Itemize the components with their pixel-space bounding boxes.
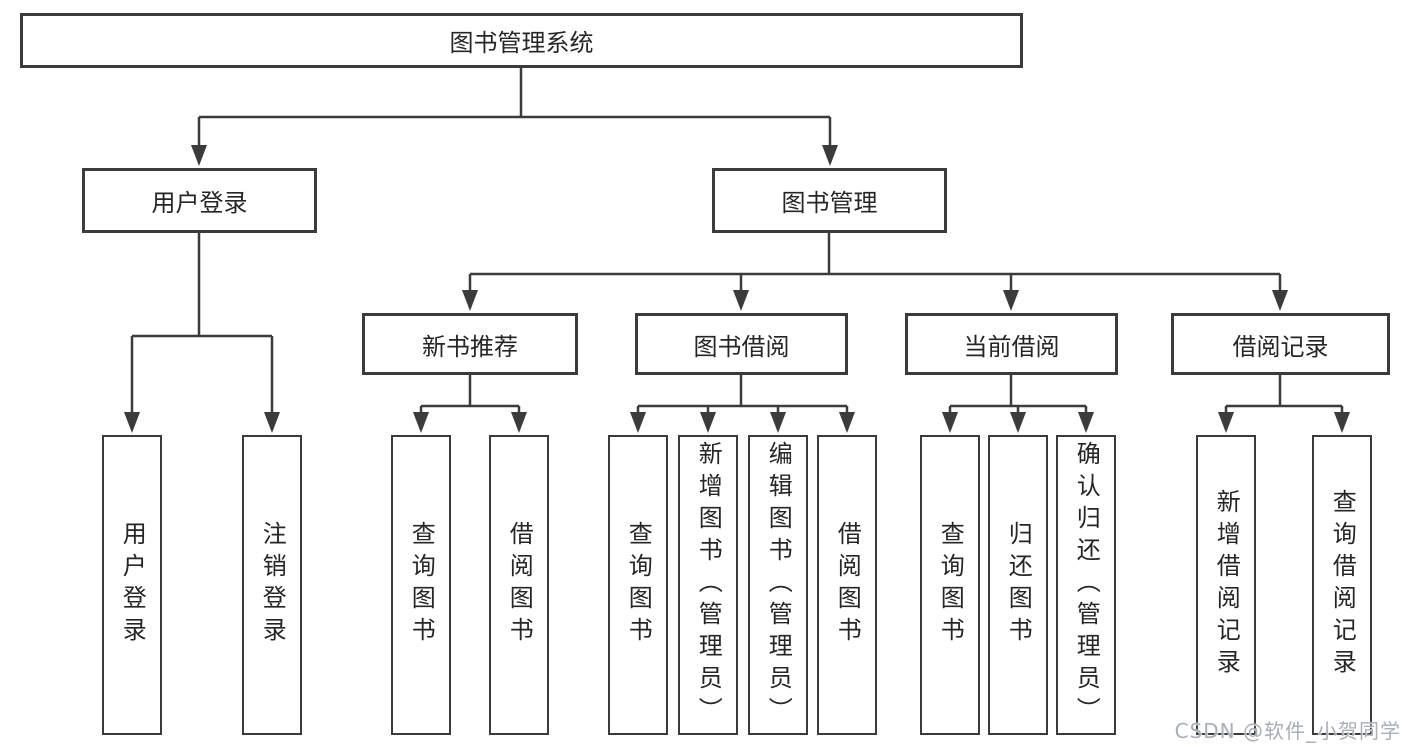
leaf-edit-books-admin: 编辑图书（管理员）: [748, 435, 808, 735]
leaf-borrow-books: 借阅图书: [817, 435, 877, 735]
leaf-label: 注销登录: [258, 521, 287, 649]
connector-path-borrow-records: [1224, 375, 1344, 429]
node-label: 用户登录: [151, 189, 248, 217]
node-book-management: 图书管理: [712, 168, 947, 233]
arrowhead: [413, 412, 429, 433]
node-label: 新书推荐: [422, 332, 518, 361]
arrowheads: [124, 145, 1350, 433]
arrowhead: [1078, 412, 1094, 433]
arrowhead: [511, 412, 527, 433]
arrowhead: [1003, 290, 1019, 311]
arrowhead: [124, 412, 140, 433]
arrowhead: [1218, 412, 1234, 433]
leaf-label: 新增借阅记录: [1212, 489, 1241, 681]
leaf-label: 借阅图书: [505, 521, 534, 649]
node-new-book-recommendation: 新书推荐: [362, 313, 578, 375]
node-label: 图书借阅: [693, 332, 790, 361]
leaf-label: 查询借阅记录: [1328, 489, 1357, 681]
leaf-label: 确认归还（管理员）: [1072, 441, 1101, 729]
leaf-label: 借阅图书: [833, 521, 862, 649]
arrowhead: [839, 412, 855, 433]
leaf-query-books-current: 查询图书: [920, 435, 980, 735]
node-label: 图书管理: [781, 189, 878, 217]
leaf-confirm-return-admin: 确认归还（管理员）: [1056, 435, 1116, 735]
leaf-label: 查询图书: [624, 521, 653, 649]
leaf-borrow-books-recommend: 借阅图书: [489, 435, 549, 735]
arrowhead: [1334, 412, 1350, 433]
node-label: 当前借阅: [963, 332, 1060, 361]
leaf-label: 归还图书: [1004, 521, 1033, 649]
leaf-query-books-borrowing: 查询图书: [608, 435, 668, 735]
leaf-label: 用户登录: [118, 521, 147, 649]
leaf-return-books: 归还图书: [988, 435, 1048, 735]
node-root: 图书管理系统: [20, 13, 1023, 68]
arrowhead: [1272, 290, 1288, 311]
node-book-borrowing: 图书借阅: [635, 313, 848, 375]
arrowhead: [264, 412, 280, 433]
connector-path-root: [197, 68, 832, 162]
node-label: 借阅记录: [1232, 332, 1329, 361]
leaf-label: 新增图书（管理员）: [694, 441, 723, 729]
leaf-label: 编辑图书（管理员）: [764, 441, 793, 729]
arrowhead: [700, 412, 716, 433]
node-borrowing-records: 借阅记录: [1171, 313, 1390, 375]
leaf-add-borrow-record: 新增借阅记录: [1196, 435, 1256, 735]
connector-path-book-management: [468, 233, 1282, 307]
leaf-query-books-recommend: 查询图书: [391, 435, 451, 735]
connector-path-user-login: [130, 233, 274, 429]
connector-path-book-borrowing: [636, 375, 849, 429]
connector-path-new-book: [419, 375, 521, 429]
arrowhead: [1010, 412, 1026, 433]
leaf-query-borrow-record: 查询借阅记录: [1312, 435, 1372, 735]
leaf-label: 查询图书: [407, 521, 436, 649]
leaf-add-books-admin: 新增图书（管理员）: [678, 435, 738, 735]
arrowhead: [822, 145, 838, 166]
arrowhead: [630, 412, 646, 433]
arrowhead: [733, 290, 749, 311]
node-current-borrowing: 当前借阅: [905, 313, 1118, 375]
node-user-login: 用户登录: [82, 168, 317, 233]
leaf-logout: 注销登录: [242, 435, 302, 735]
arrowhead: [462, 290, 478, 311]
leaf-label: 查询图书: [936, 521, 965, 649]
arrowhead: [191, 145, 207, 166]
arrowhead: [942, 412, 958, 433]
leaf-user-login: 用户登录: [102, 435, 162, 735]
node-label: 图书管理系统: [449, 29, 594, 57]
arrowhead: [770, 412, 786, 433]
